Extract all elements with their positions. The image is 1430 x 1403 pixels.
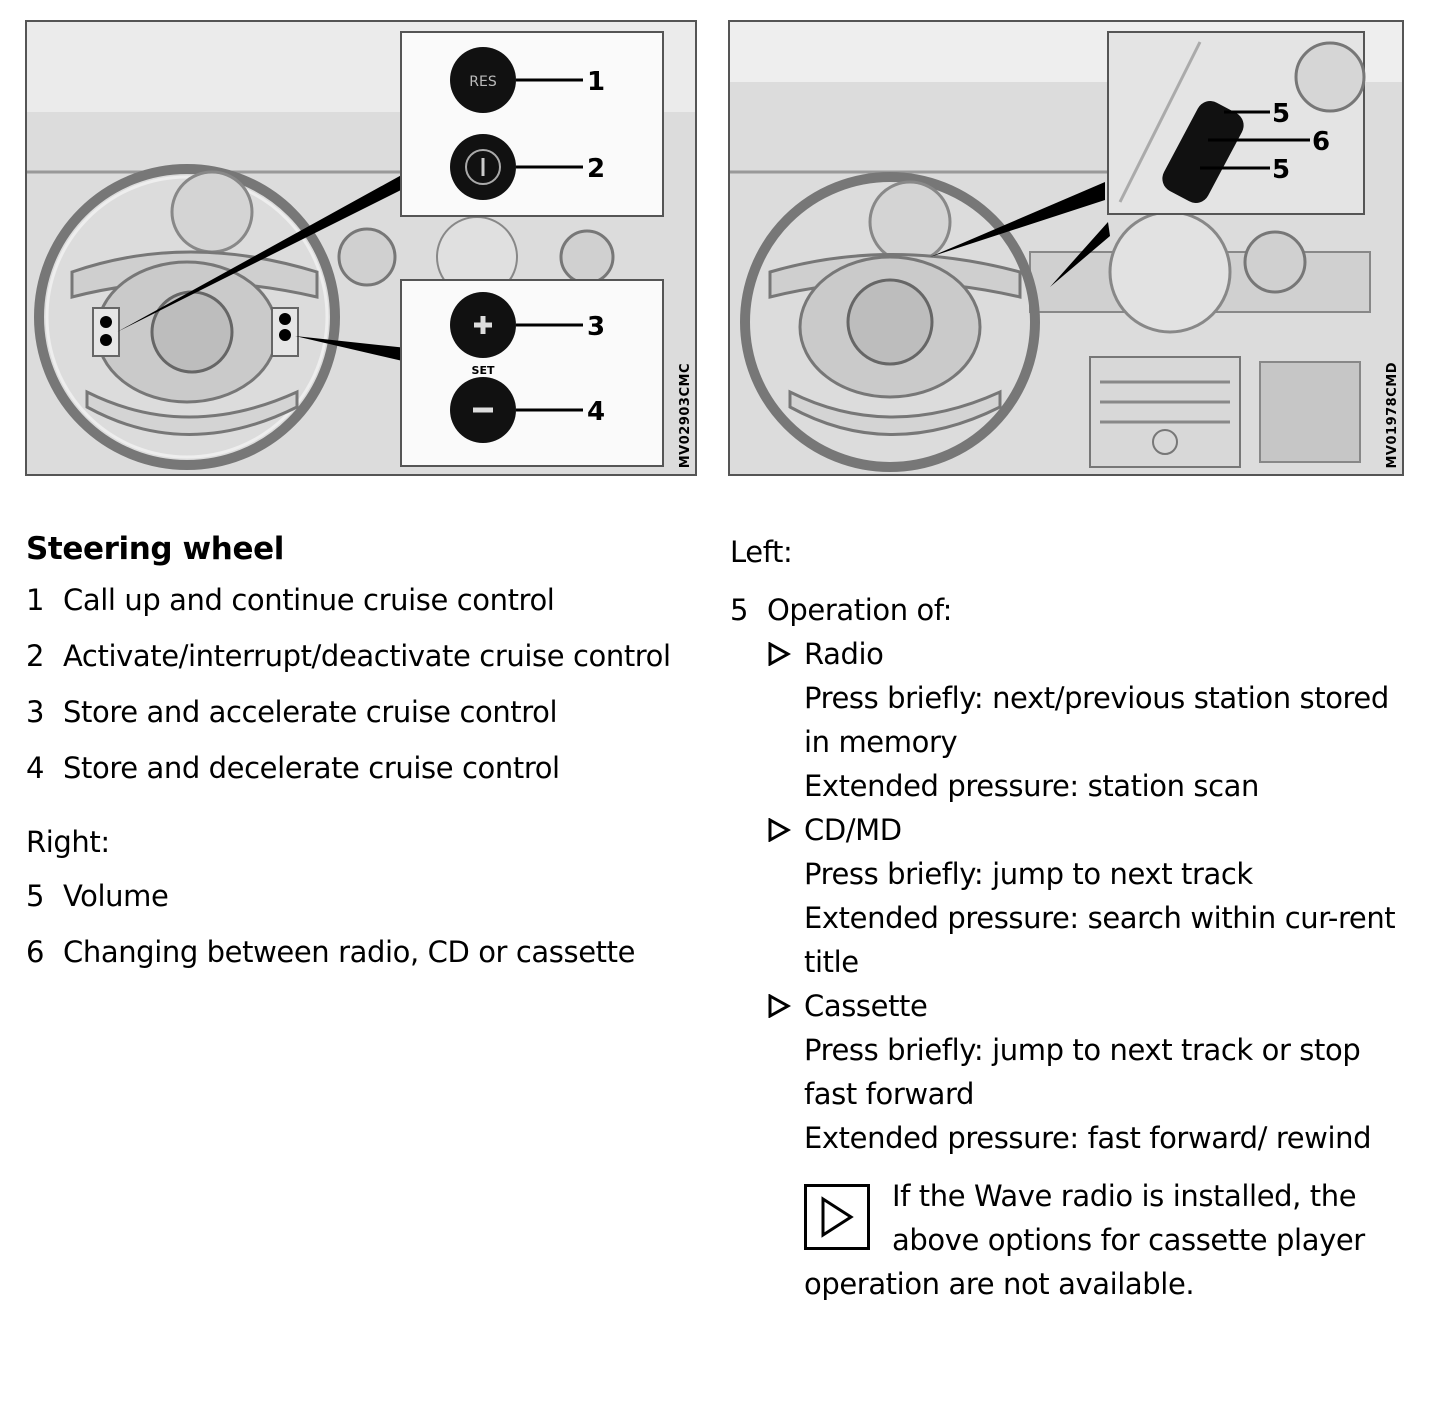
item-text: Store and accelerate cruise control [63, 695, 558, 729]
section-heading: Steering wheel [26, 531, 284, 567]
item-text: Store and decelerate cruise control [63, 751, 560, 785]
triangle-bullet-icon [767, 808, 804, 852]
steering-wheel-legend: Steering wheel 1 Call up and continue cr… [26, 526, 716, 986]
sub-item-title: Radio [804, 637, 884, 671]
minus-button-illustration [450, 377, 516, 443]
item-number: 5 [26, 879, 45, 913]
right-label: Right: [26, 825, 110, 859]
list-item: 5 Operation of: [730, 588, 1420, 632]
sub-item-radio: Radio Press briefly: next/previous stati… [767, 632, 1420, 808]
sub-item-line: Press briefly: jump to next track or sto… [804, 1033, 1361, 1111]
item-number: 6 [26, 935, 45, 969]
item-text: Changing between radio, CD or cassette [63, 935, 636, 969]
audio-controls-legend: Left: 5 Operation of: Radio Press briefl… [730, 530, 1420, 1306]
steering-wheel-illustration: RES SET 1 2 3 4 [27, 22, 695, 474]
sub-item-line: Extended pressure: station scan [804, 769, 1260, 803]
callout-5-bottom: 5 [1272, 155, 1290, 185]
sub-item-title: CD/MD [804, 813, 902, 847]
item-number: 4 [26, 751, 45, 785]
callout-3: 3 [587, 312, 605, 342]
sub-item-cassette: Cassette Press briefly: jump to next tra… [767, 984, 1420, 1160]
figure-code: MV01978CMD [1385, 361, 1400, 469]
left-label: Left: [730, 535, 793, 569]
steering-column-audio-figure: 5 6 5 MV01978CMD [728, 20, 1404, 476]
note-triangle-icon [804, 1184, 870, 1250]
list-item: 5 Volume [26, 874, 716, 918]
item-number: 3 [26, 695, 45, 729]
sub-item-title: Cassette [804, 989, 928, 1023]
dashboard-illustration: 5 6 5 [730, 22, 1402, 474]
res-button-illustration: RES [450, 47, 516, 113]
figure-code: MV02903CMC [678, 362, 693, 468]
note-box: If the Wave radio is installed, the abov… [804, 1174, 1420, 1306]
item-number: 5 [730, 593, 749, 627]
item-text: Activate/interrupt/deactivate cruise con… [63, 639, 671, 673]
svg-text:RES: RES [469, 74, 497, 90]
sub-item-line: Extended pressure: fast forward/ rewind [804, 1121, 1372, 1155]
sub-item-cd-md: CD/MD Press briefly: jump to next track … [767, 808, 1420, 984]
sub-item-line: Press briefly: jump to next track [804, 857, 1253, 891]
triangle-bullet-icon [767, 632, 804, 676]
item-text: Volume [63, 879, 169, 913]
callout-5-top: 5 [1272, 99, 1290, 129]
audio-switch-illustration [1162, 101, 1244, 203]
steering-wheel-cruise-figure: RES SET 1 2 3 4 MV02903CMC [25, 20, 697, 476]
callout-4: 4 [587, 397, 605, 427]
sub-item-line: Press briefly: next/previous station sto… [804, 681, 1389, 759]
list-item: 6 Changing between radio, CD or cassette [26, 930, 716, 974]
sub-item-line: Extended pressure: search within cur-ren… [804, 901, 1396, 979]
plus-button-illustration [450, 292, 516, 358]
callout-2: 2 [587, 154, 605, 184]
list-item: 2 Activate/interrupt/deactivate cruise c… [26, 634, 716, 678]
triangle-bullet-icon [767, 984, 804, 1028]
list-item: 4 Store and decelerate cruise control [26, 746, 716, 790]
list-item: 1 Call up and continue cruise control [26, 578, 716, 622]
set-label: SET [472, 364, 495, 377]
item-text: Operation of: [767, 593, 953, 627]
sub-list: Radio Press briefly: next/previous stati… [767, 632, 1420, 1160]
note-text: If the Wave radio is installed, the abov… [804, 1179, 1365, 1301]
item-number: 2 [26, 639, 45, 673]
list-item: 3 Store and accelerate cruise control [26, 690, 716, 734]
callout-1: 1 [587, 67, 605, 97]
item-number: 1 [26, 583, 45, 617]
item-text: Call up and continue cruise control [63, 583, 555, 617]
callout-6: 6 [1312, 127, 1330, 157]
onoff-button-illustration [450, 134, 516, 200]
